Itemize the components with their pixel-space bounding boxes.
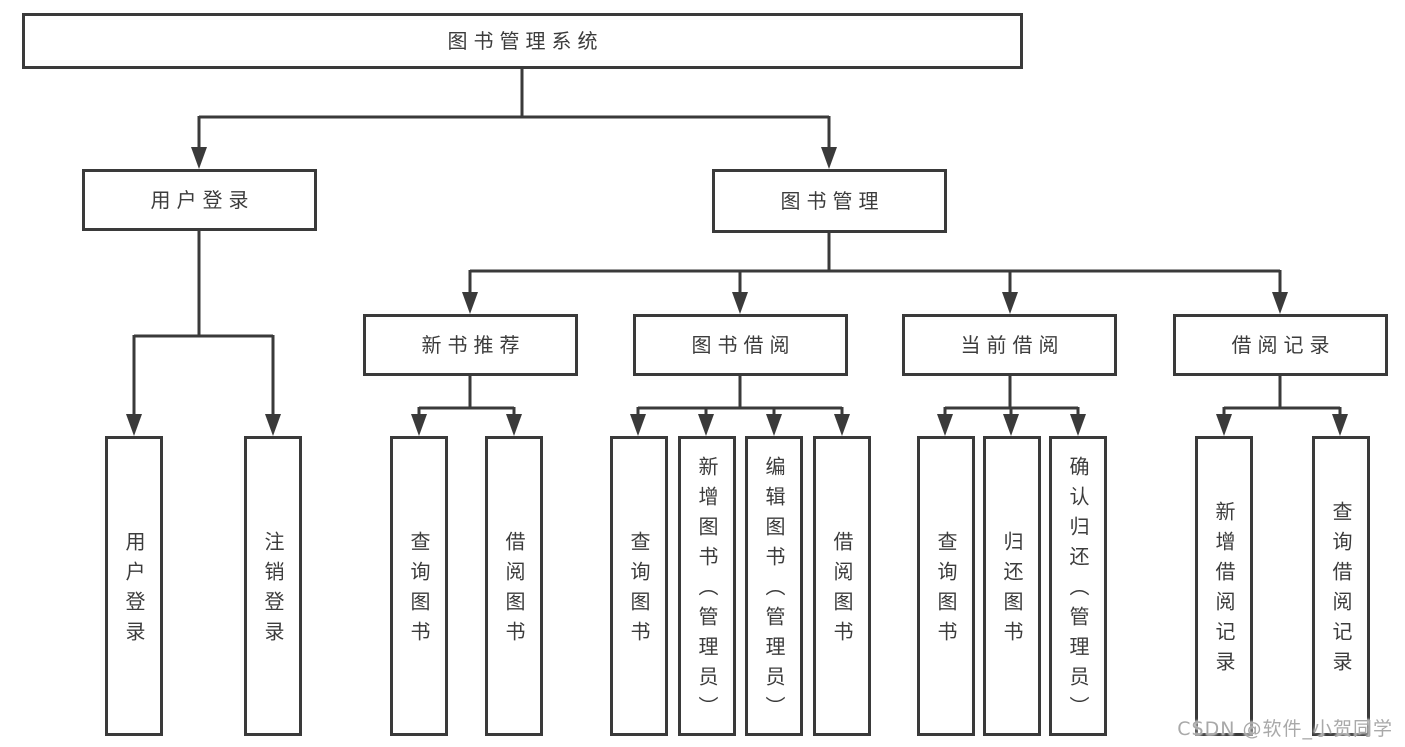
node-label: 查询借阅记录 <box>1329 501 1353 681</box>
edge-book-borrow-to-leaves <box>636 376 844 417</box>
leaf-borrow-books-borrowing: 借阅图书 <box>813 436 871 736</box>
leaf-user-login: 用户登录 <box>105 436 163 736</box>
node-label: 借阅记录 <box>1231 333 1336 357</box>
node-label: 借阅图书 <box>830 531 854 651</box>
edge-root-to-level2 <box>197 69 831 150</box>
arrowhead <box>411 414 427 436</box>
arrowhead <box>698 414 714 436</box>
node-label: 新书推荐 <box>421 333 526 357</box>
edge-borrow-records-to-leaves <box>1222 376 1342 417</box>
arrowhead <box>265 414 281 436</box>
node-borrowing-records: 借阅记录 <box>1173 314 1388 376</box>
node-label: 借阅图书 <box>502 531 526 651</box>
edge-user-login-to-leaves <box>132 231 275 417</box>
node-label: 图书借阅 <box>691 333 796 357</box>
edge-book-mgmt-to-level3 <box>468 233 1282 295</box>
leaf-query-books-current: 查询图书 <box>917 436 975 736</box>
leaf-add-borrow-record: 新增借阅记录 <box>1195 436 1253 736</box>
leaf-query-borrow-record: 查询借阅记录 <box>1312 436 1370 736</box>
node-user-login: 用户登录 <box>82 169 317 231</box>
arrowhead <box>732 292 748 314</box>
csdn-watermark: CSDN @软件_小贺同学 <box>1177 718 1393 740</box>
arrowhead <box>1002 292 1018 314</box>
arrowhead <box>126 414 142 436</box>
arrowhead <box>506 414 522 436</box>
arrowhead <box>1070 414 1086 436</box>
edge-new-book-rec-to-leaves <box>417 376 516 417</box>
node-label: 新增借阅记录 <box>1212 501 1236 681</box>
node-label: 用户登录 <box>150 188 255 212</box>
node-label: 查询图书 <box>407 531 431 651</box>
arrowhead <box>630 414 646 436</box>
arrowhead <box>937 414 953 436</box>
node-label: 用户登录 <box>122 531 146 651</box>
node-label: 编辑图书（管理员） <box>762 456 786 726</box>
arrowhead <box>191 147 207 169</box>
node-label: 当前借阅 <box>960 333 1065 357</box>
leaf-logout: 注销登录 <box>244 436 302 736</box>
node-label: 图书管理 <box>780 189 885 213</box>
leaf-query-books-recommend: 查询图书 <box>390 436 448 736</box>
node-label: 查询图书 <box>934 531 958 651</box>
arrowhead <box>1332 414 1348 436</box>
arrowhead <box>462 292 478 314</box>
leaf-edit-book-admin: 编辑图书（管理员） <box>745 436 803 736</box>
node-label: 确认归还（管理员） <box>1066 456 1090 726</box>
node-library-management-system: 图书管理系统 <box>22 13 1023 69</box>
node-label: 查询图书 <box>627 531 651 651</box>
node-label: 新增图书（管理员） <box>695 456 719 726</box>
node-current-borrowing: 当前借阅 <box>902 314 1117 376</box>
node-label: 注销登录 <box>261 531 285 651</box>
arrowhead <box>766 414 782 436</box>
leaf-confirm-return-admin: 确认归还（管理员） <box>1049 436 1107 736</box>
node-label: 图书管理系统 <box>447 29 604 53</box>
arrowhead <box>1216 414 1232 436</box>
node-label: 归还图书 <box>1000 531 1024 651</box>
leaf-add-book-admin: 新增图书（管理员） <box>678 436 736 736</box>
node-new-book-recommend: 新书推荐 <box>363 314 578 376</box>
arrowhead <box>1003 414 1019 436</box>
edge-current-borrow-to-leaves <box>943 376 1080 417</box>
arrowhead <box>1272 292 1288 314</box>
node-book-borrowing: 图书借阅 <box>633 314 848 376</box>
leaf-borrow-books-recommend: 借阅图书 <box>485 436 543 736</box>
leaf-return-book: 归还图书 <box>983 436 1041 736</box>
arrowhead <box>821 147 837 169</box>
arrowhead <box>834 414 850 436</box>
leaf-query-books-borrowing: 查询图书 <box>610 436 668 736</box>
node-book-management: 图书管理 <box>712 169 947 233</box>
